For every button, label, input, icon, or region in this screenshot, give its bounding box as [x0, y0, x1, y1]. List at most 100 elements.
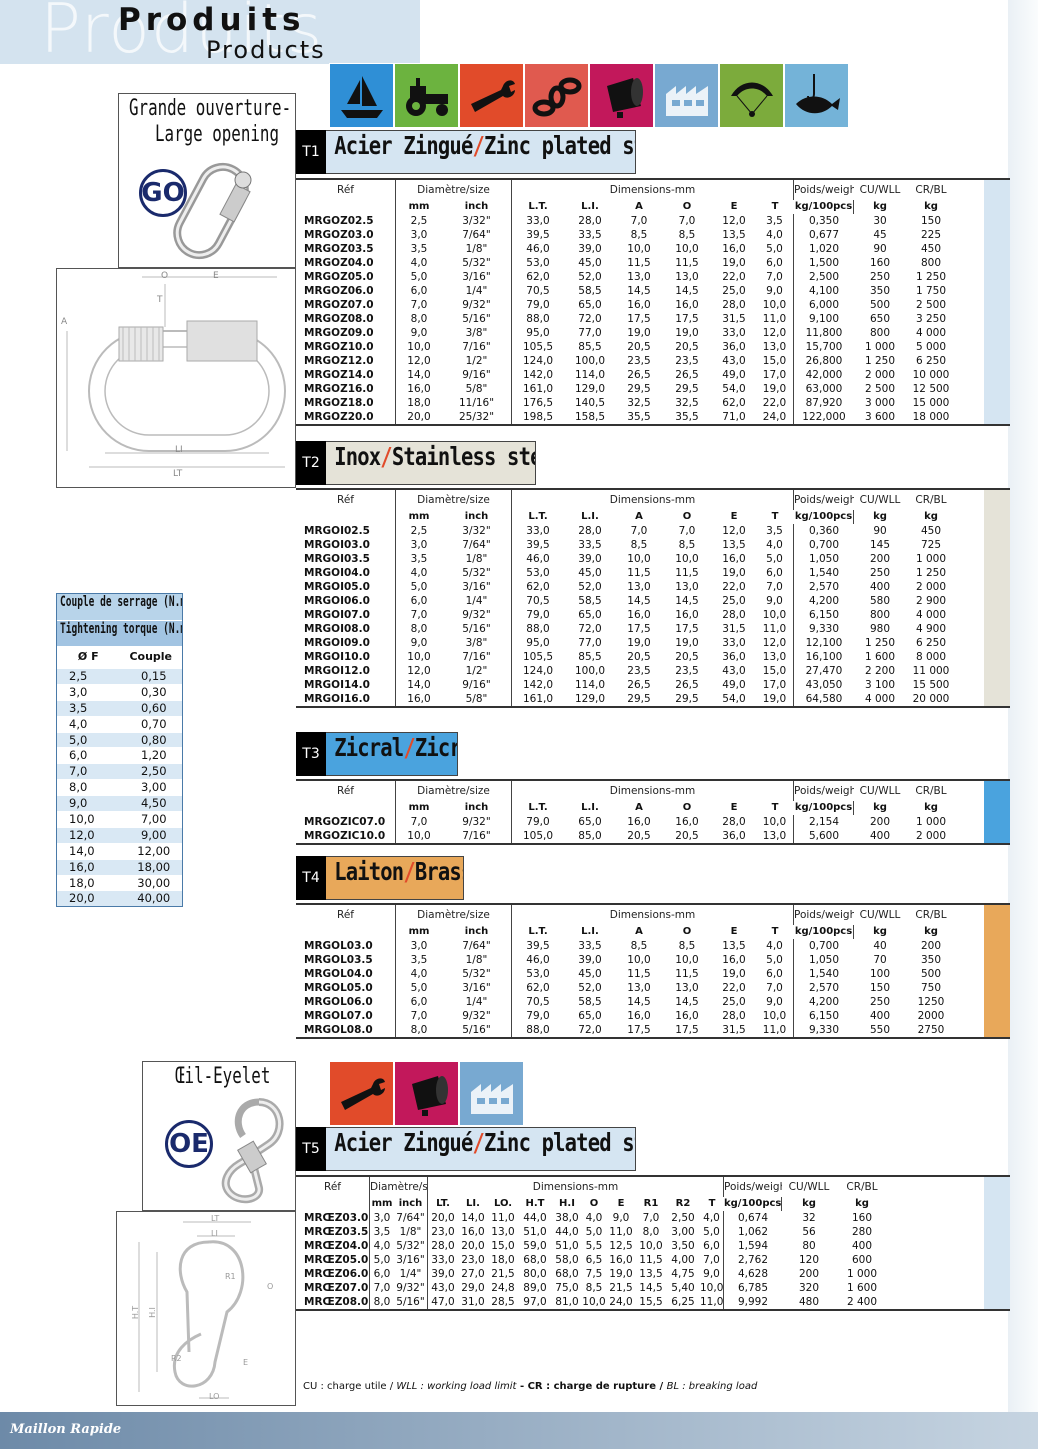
eyelet-drawing: LT LI LO H.T H.I R1 R2 E O [116, 1211, 296, 1406]
eyelet-technical-drawing-icon [138, 1221, 251, 1399]
quick-link-photo-icon [173, 162, 252, 260]
right-edge-strip [1008, 0, 1038, 1449]
dim-lo-label: LO [209, 1392, 220, 1401]
tractor-icon [405, 77, 448, 116]
table-color-bar [984, 1177, 1010, 1309]
spotlight-icon [411, 1075, 448, 1116]
header-title-fr: Produits [118, 2, 306, 38]
spotlight-icon [606, 77, 643, 118]
large-opening-label-en: Large opening [155, 122, 279, 147]
dim-t-label: T [157, 295, 163, 305]
section-heading: Inox/Stainless steel [326, 441, 536, 485]
footer-logo: Maillon Rapide [10, 1422, 122, 1437]
dim-r1-label: R1 [225, 1272, 236, 1281]
large-opening-drawing: O E T A LI LT [56, 268, 296, 488]
dim-ht-label: H.T [131, 1305, 141, 1320]
section-heading: Laiton/Brass [326, 856, 464, 900]
technical-drawing-icon [66, 276, 286, 468]
chain-icon-tile [524, 63, 589, 128]
torque-title-fr: Couple de serrage (N.m) [57, 594, 182, 620]
oe-badge: OE [165, 1120, 213, 1168]
fishing-icon [795, 73, 840, 113]
table-color-bar [984, 781, 1010, 843]
product-table-t5: RéfDiamètre/sizeDimensions-mmPoids/weigh… [296, 1175, 1010, 1311]
application-icons-row [329, 63, 849, 128]
factory-icon [470, 1083, 513, 1114]
paraglider-icon-tile [719, 63, 784, 128]
large-opening-panel: Grande ouverture- Large opening GO [118, 93, 296, 268]
dim-e-label: E [213, 271, 219, 281]
section-number: T1 [296, 130, 326, 174]
table-color-bar [984, 180, 1010, 424]
dim-o-label: O [161, 271, 169, 281]
torque-title-en: Tightening torque (N.m) [57, 620, 182, 646]
dim-lt-label: LT [173, 469, 183, 479]
section-heading: Acier Zingué/Zinc plated steel [326, 1127, 636, 1171]
go-badge: GO [139, 169, 187, 217]
torque-table: Couple de serrage (N.m) Tightening torqu… [56, 593, 183, 908]
spotlight-icon-tile [394, 1061, 459, 1126]
section-number: T3 [296, 732, 326, 776]
section-number: T4 [296, 856, 326, 900]
table-color-bar [984, 905, 1010, 1037]
factory-icon [665, 85, 708, 116]
dim-hi-label: H.I [147, 1307, 157, 1318]
section-heading: Acier Zingué/Zinc plated steel [326, 130, 636, 174]
table-color-bar [984, 490, 1010, 706]
section-heading: Zicral/Zicral [326, 732, 458, 776]
